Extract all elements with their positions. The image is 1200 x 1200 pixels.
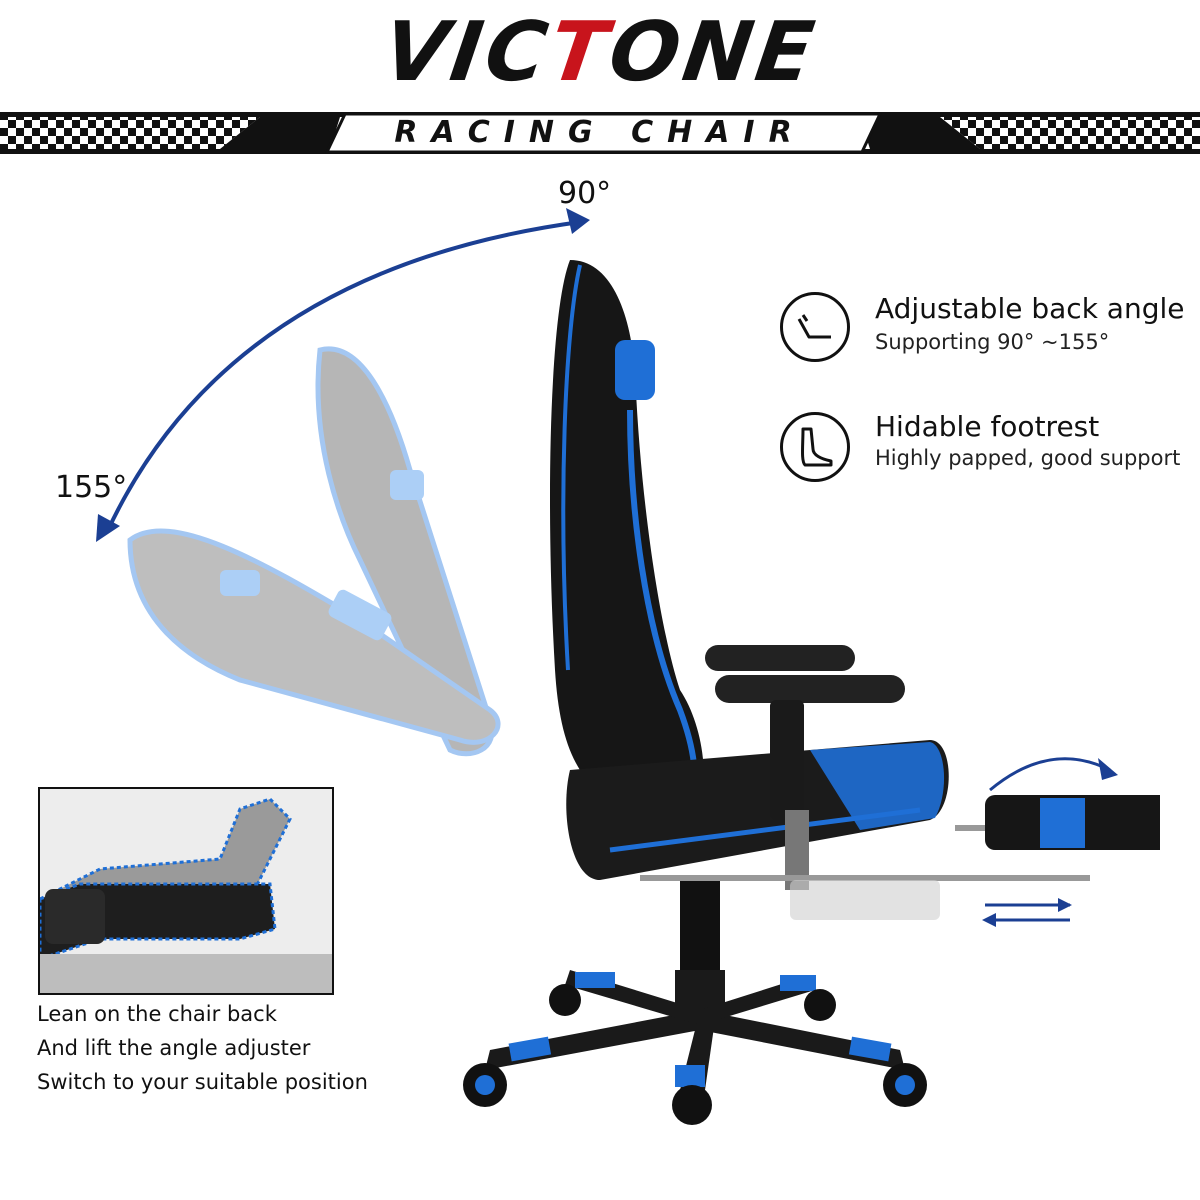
feature-title: Adjustable back angle bbox=[875, 292, 1185, 325]
racing-chair-image bbox=[463, 260, 1160, 1125]
instruction-line: Lean on the chair back bbox=[37, 1002, 277, 1026]
racing-banner bbox=[0, 112, 1200, 154]
instruction-line: Switch to your suitable position bbox=[37, 1070, 368, 1094]
feature-subtitle: Highly papped, good support bbox=[875, 446, 1181, 470]
recline-arc-arrow bbox=[96, 208, 590, 542]
reclined-chair-ghosts bbox=[127, 346, 501, 757]
brand-suffix: ONE bbox=[603, 5, 823, 100]
feature-subtitle: Supporting 90° ~155° bbox=[875, 330, 1110, 354]
foot-icon bbox=[780, 412, 850, 482]
feature-title: Hidable footrest bbox=[875, 410, 1100, 443]
brand-logo: VICTONE bbox=[0, 5, 1200, 100]
adjuster-closeup bbox=[38, 787, 334, 995]
angle-90-label: 90° bbox=[558, 176, 612, 211]
banner-label: RACING CHAIR bbox=[394, 115, 806, 150]
angle-155-label: 155° bbox=[55, 470, 128, 505]
brand-prefix: VIC bbox=[377, 5, 557, 100]
recline-angle-icon bbox=[780, 292, 850, 362]
brand-wordmark: VICTONE bbox=[377, 5, 823, 100]
instruction-line: And lift the angle adjuster bbox=[37, 1036, 311, 1060]
